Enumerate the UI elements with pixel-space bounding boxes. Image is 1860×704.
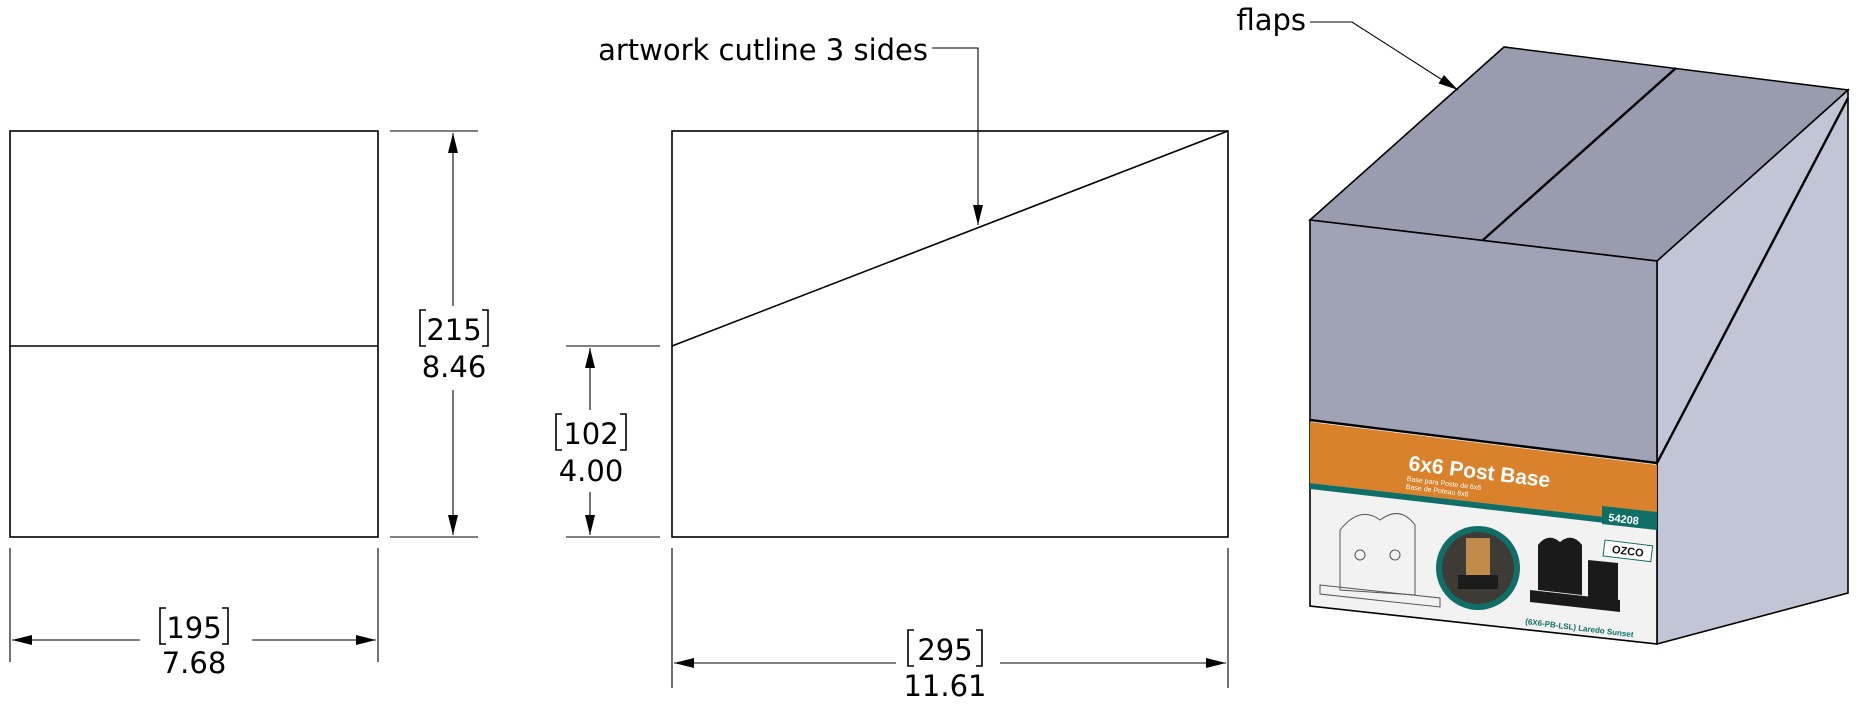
brand-logo: OZCO [1602,539,1654,563]
front-view-outline [9,130,379,538]
post-base-photo [1458,575,1498,589]
label-top-edge [1309,418,1658,465]
post-base-product [1530,537,1620,612]
bracket-left [159,607,166,645]
bracket-left [555,413,562,451]
top-flap-seam [1482,67,1677,241]
package-label: 6x6 Post Base Base para Poste de 6x6 Bas… [1309,418,1658,645]
slope-height-in-label: 4.00 [559,454,624,488]
side-cutline [1655,97,1850,464]
label-orange-band [1310,422,1657,523]
item-number: 54208 [1608,512,1640,528]
bracket-left [419,309,426,347]
flaps-label: flaps [1236,3,1306,37]
cutline-label: artwork cutline 3 sides [598,33,928,67]
leader-line [1310,21,1459,91]
height-dimension: 215 8.46 [390,130,489,538]
length-in-label: 11.61 [903,669,986,703]
bracket-right [620,413,627,451]
item-number-tab [1602,506,1657,530]
width-dimension: 195 7.68 [9,548,379,680]
slope-height-mm-label: 102 [563,417,618,451]
bracket-left [907,629,914,667]
width-in-label: 7.68 [162,646,227,680]
height-in-label: 8.46 [422,350,487,384]
brand-text: OZCO [1611,544,1644,560]
height-mm-label: 215 [426,313,481,347]
side-view [671,130,1229,538]
leader-line [932,47,983,225]
flaps-annotation: flaps [1236,3,1459,91]
bracket-right [222,607,229,645]
artwork-cutline [671,130,1229,347]
width-mm-label: 195 [166,611,221,645]
bracket-right [976,629,983,667]
slope-height-dimension: 102 4.00 [555,345,660,538]
length-mm-label: 295 [917,633,972,667]
side-view-outline [671,130,1229,538]
label-teal-stripe [1310,483,1657,529]
isometric-box: 6x6 Post Base Base para Poste de 6x6 Bas… [1308,46,1850,646]
cutline-annotation: artwork cutline 3 sides [598,33,983,225]
length-dimension: 295 11.61 [671,548,1229,703]
product-sketch [1319,513,1441,608]
front-view [9,130,379,538]
bracket-right [482,309,489,347]
